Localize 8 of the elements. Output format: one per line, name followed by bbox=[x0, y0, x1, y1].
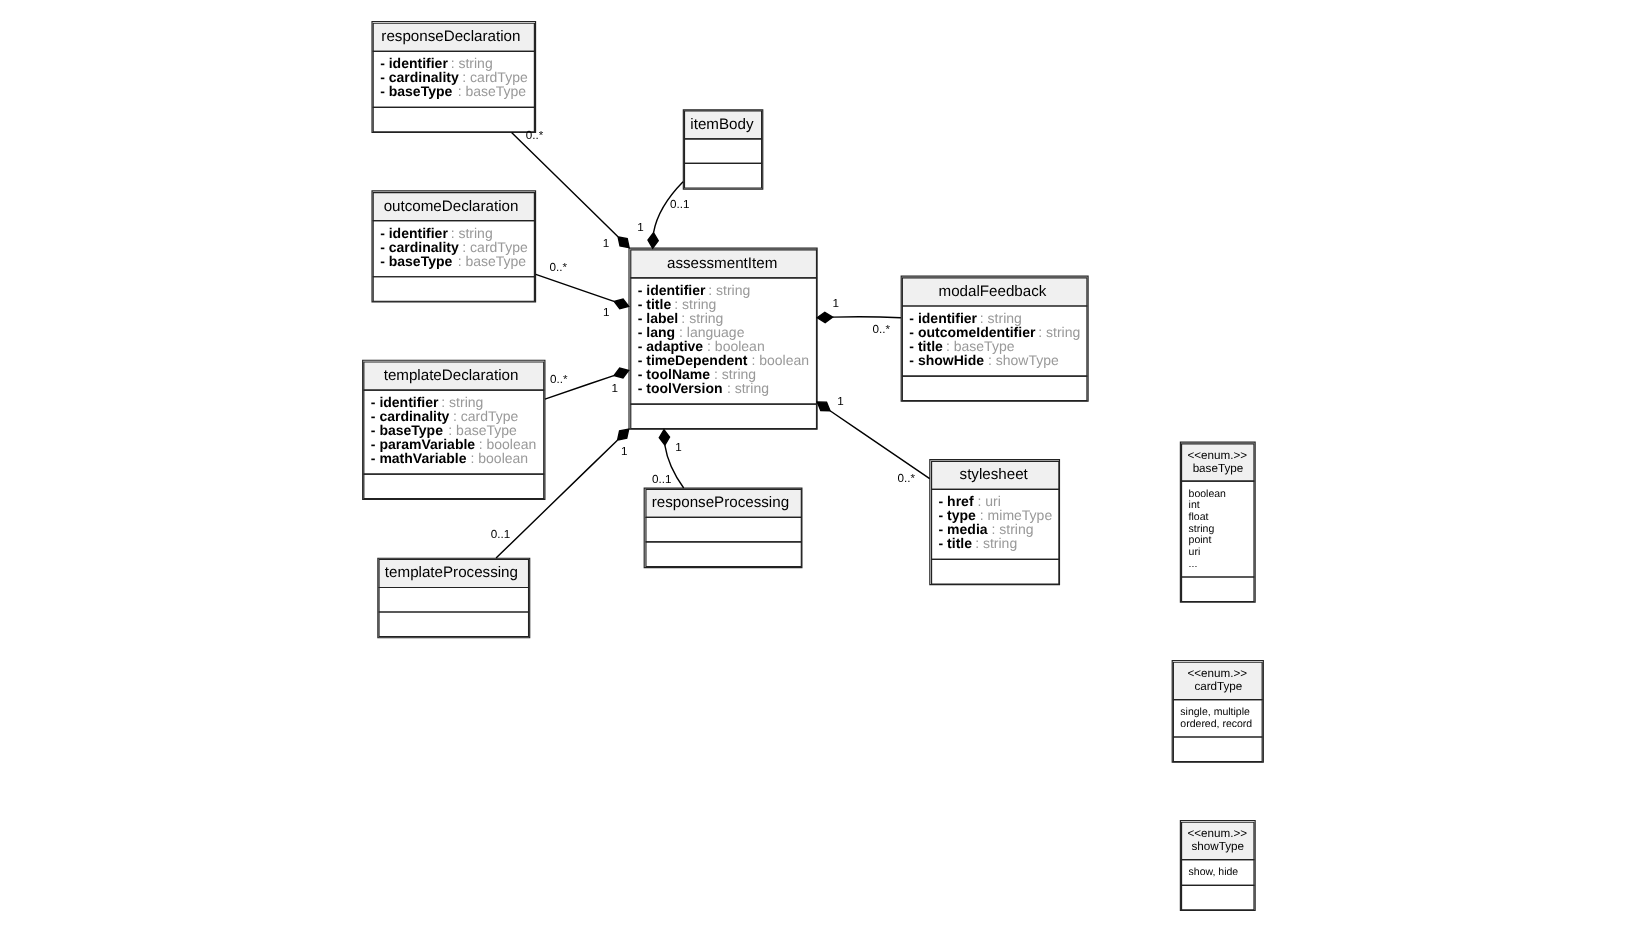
connector bbox=[544, 367, 630, 400]
connector bbox=[535, 273, 630, 310]
connector bbox=[510, 131, 631, 249]
connector bbox=[647, 181, 684, 250]
connector bbox=[816, 311, 902, 324]
connector bbox=[816, 401, 931, 480]
connector bbox=[658, 428, 685, 489]
connector bbox=[495, 428, 630, 559]
